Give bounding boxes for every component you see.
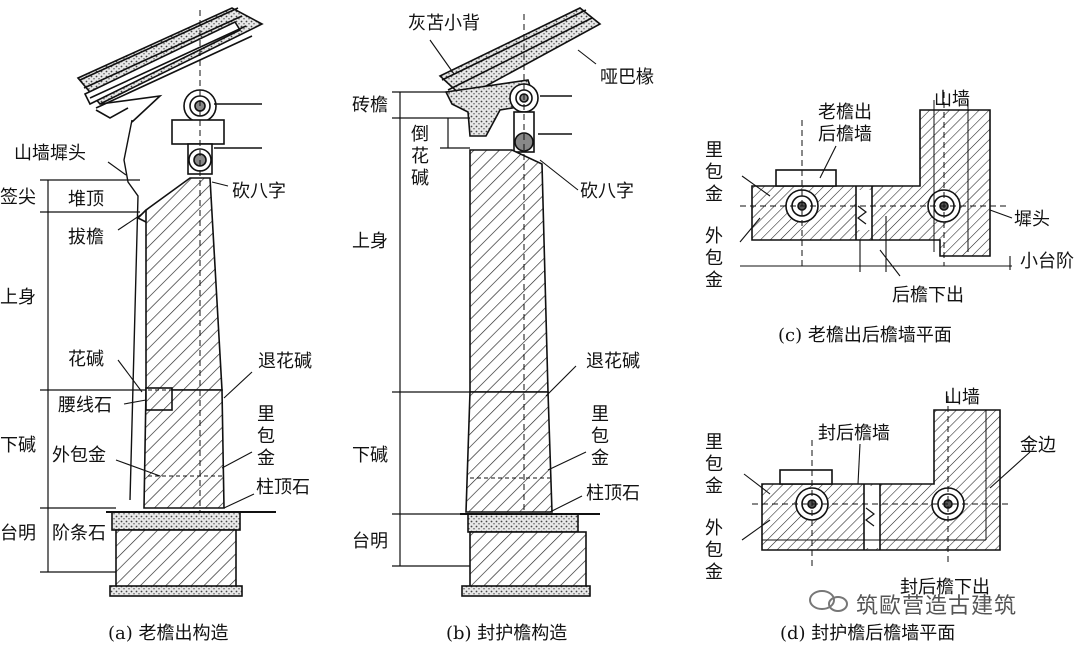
panel-a-step-stone	[111, 511, 241, 531]
label-lower-base-a: 下碱	[0, 435, 36, 456]
panel-a-platform	[115, 529, 237, 591]
label-cut-eight-a: 砍八字	[232, 181, 286, 202]
label-upper-body-a: 上身	[0, 287, 36, 308]
panel-a-gable-outline	[123, 119, 139, 501]
label-wall-head-c: 墀头	[1014, 209, 1050, 230]
label-step-stone: 阶条石	[52, 523, 106, 544]
panel-d-drawing	[741, 396, 1031, 566]
label-recessed-flower-a: 退花碱	[258, 351, 312, 372]
panel-a-wall-upper	[145, 177, 223, 391]
label-inner-wrap-d: 里包金	[705, 432, 723, 497]
label-rear-wall-c: 老檐出后檐墙	[818, 102, 872, 145]
label-flower-brick-a: 花碱	[68, 349, 104, 370]
label-outer-wrap-c: 外包金	[705, 226, 723, 291]
label-gold-edge: 金边	[1020, 435, 1056, 456]
label-rear-eave-out-c: 后檐下出	[892, 285, 964, 306]
label-rear-eave-out-d: 封后檐下出	[900, 577, 990, 598]
panel-c-drawing	[739, 92, 1013, 277]
panel-a-drawing	[40, 7, 276, 597]
label-small-step: 小台阶	[1020, 251, 1074, 272]
caption-b: (b) 封护檐构造	[446, 623, 568, 644]
label-eave-tip: 签尖	[0, 187, 36, 208]
panel-a-column-heads	[171, 89, 262, 175]
label-platform-a: 台明	[0, 523, 36, 544]
panel-a-roof	[76, 7, 264, 123]
panel-b-column-heads	[509, 83, 572, 153]
label-pull-eave: 拔檐	[68, 227, 104, 248]
label-upper-body-b: 上身	[352, 231, 388, 252]
label-inner-wrap-a: 里包金	[257, 404, 275, 469]
watermark-text: 筑歐营造古建筑	[856, 594, 1018, 619]
panel-a-waist-stone	[145, 387, 173, 411]
label-sealed-rear-wall: 封后檐墙	[818, 423, 890, 444]
label-cut-eight-b: 砍八字	[580, 181, 634, 202]
caption-a: (a) 老檐出构造	[108, 623, 229, 644]
watermark-icon	[809, 590, 848, 612]
label-platform-b: 台明	[352, 531, 388, 552]
label-gable-wall-c: 山墙	[934, 89, 970, 110]
label-waist-stone: 腰线石	[58, 395, 112, 416]
label-outer-wrap-a: 外包金	[52, 445, 106, 466]
panel-b-drawing	[392, 7, 602, 597]
caption-d: (d) 封护檐后檐墙平面	[780, 623, 956, 644]
label-outer-wrap-d: 外包金	[705, 518, 723, 583]
label-gable-head: 山墙墀头	[14, 143, 86, 164]
label-lower-base-b: 下碱	[352, 445, 388, 466]
label-gray-tile: 灰苫小背	[408, 13, 480, 34]
label-inner-wrap-b: 里包金	[591, 404, 609, 469]
label-brick-eave: 砖檐	[352, 95, 388, 116]
caption-c: (c) 老檐出后檐墙平面	[778, 325, 952, 346]
label-gable-wall-d: 山墙	[944, 387, 980, 408]
label-inverted-flower: 倒花碱	[411, 124, 429, 189]
label-rafter: 哑巴椽	[600, 67, 654, 88]
panel-b-wall-upper	[469, 149, 549, 393]
panel-b-wall-lower	[465, 391, 553, 513]
label-column-top-stone-a: 柱顶石	[256, 477, 310, 498]
label-stack-top: 堆顶	[68, 189, 104, 210]
panel-b-step-stone	[467, 513, 579, 533]
label-inner-wrap-c: 里包金	[705, 140, 723, 205]
label-recessed-flower-b: 退花碱	[586, 351, 640, 372]
label-column-top-stone-b: 柱顶石	[586, 483, 640, 504]
panel-b-platform	[469, 531, 587, 589]
